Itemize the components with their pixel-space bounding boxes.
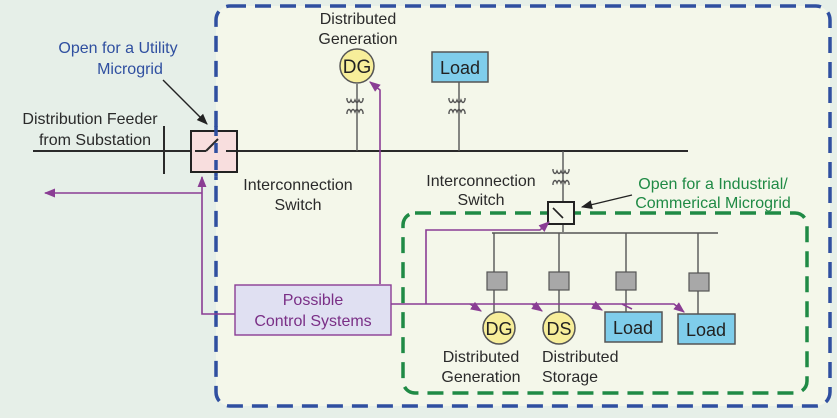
industrial-microgrid-region xyxy=(401,211,809,395)
utility-note-line2: Microgrid xyxy=(97,61,163,78)
bottom-ds-node[interactable]: DS xyxy=(542,311,576,345)
transformer-icon xyxy=(346,98,364,114)
possible-control-systems-box[interactable]: Possible Control Systems xyxy=(234,284,392,336)
control-label-line2: Control Systems xyxy=(254,313,371,330)
main-interconnection-switch[interactable] xyxy=(190,130,238,173)
bottom-ds-label: DS xyxy=(546,319,571,339)
bottom-load1-label: Load xyxy=(613,318,653,338)
inner-interconnection-switch[interactable] xyxy=(547,201,575,225)
breaker-icon xyxy=(486,271,508,291)
bottom-dg-label: DG xyxy=(486,319,513,339)
bottom-ds-caption-line1: Distributed xyxy=(542,349,618,366)
utility-note-arrow xyxy=(162,79,208,125)
bottom-dg-caption-line1: Distributed xyxy=(443,349,519,366)
bottom-load2-label: Load xyxy=(686,320,726,340)
control-label-line1: Possible xyxy=(283,292,344,309)
top-load-label: Load xyxy=(440,58,480,78)
main-switch-label-line2: Switch xyxy=(274,197,321,214)
industrial-note-arrow xyxy=(580,194,633,210)
main-switch-label-line1: Interconnection xyxy=(243,177,352,194)
feeder-label-line1: Distribution Feeder xyxy=(22,111,158,128)
breaker-icon xyxy=(688,272,710,292)
industrial-note-line1: Open for a Industrial/ xyxy=(638,176,788,193)
inner-switch-label-line2: Switch xyxy=(457,192,504,209)
bottom-ds-caption-line2: Storage xyxy=(542,369,598,386)
industrial-note-line2: Commerical Microgrid xyxy=(635,195,791,212)
top-dg-node[interactable]: DG xyxy=(339,48,375,84)
transformer-icon xyxy=(448,98,466,114)
transformer-icon xyxy=(552,169,570,185)
utility-note-line1: Open for a Utility xyxy=(58,40,177,57)
top-dg-label: DG xyxy=(343,57,372,78)
top-dg-caption-line2: Generation xyxy=(318,31,397,48)
top-load-node[interactable]: Load xyxy=(431,51,489,83)
bottom-dg-caption-line2: Generation xyxy=(441,369,520,386)
breaker-icon xyxy=(615,271,637,291)
breaker-icon xyxy=(548,271,570,291)
bottom-load2-node[interactable]: Load xyxy=(677,313,736,345)
bottom-load1-node[interactable]: Load xyxy=(604,311,663,343)
feeder-label-line2: from Substation xyxy=(39,132,151,149)
inner-switch-label-line1: Interconnection xyxy=(426,173,535,190)
top-dg-caption-line1: Distributed xyxy=(320,11,396,28)
control-lines xyxy=(43,81,685,315)
bottom-dg-node[interactable]: DG xyxy=(482,311,516,345)
